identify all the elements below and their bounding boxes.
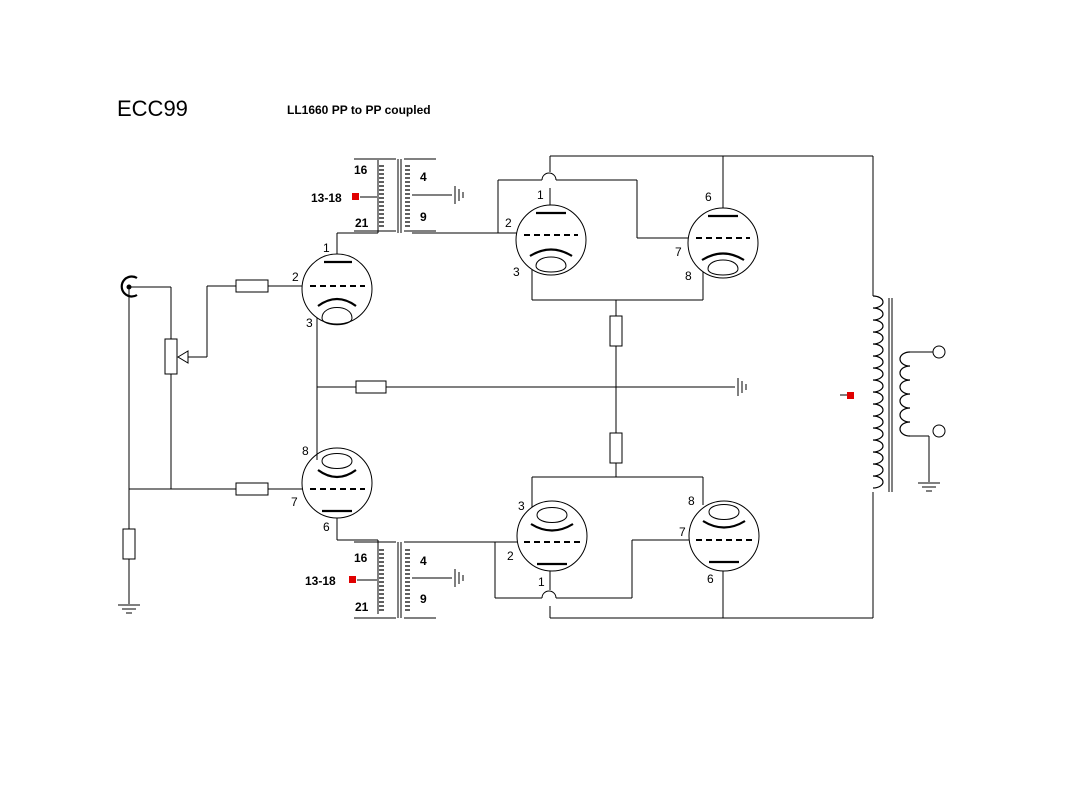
cathode-resistor-bottom [609,432,623,464]
out-br-cathode-pin: 8 [688,494,695,508]
it-bottom-pin-4: 4 [420,554,427,568]
out-bl-anode-pin: 1 [538,575,545,589]
it-bottom-pin-9: 9 [420,592,427,606]
driver-bottom-grid-pin: 7 [291,495,298,509]
output-terminal-icon[interactable] [932,424,946,438]
out-tr-grid-pin: 7 [675,245,682,259]
ground-icon [454,185,464,205]
input-grid-resistor-bottom [235,482,269,496]
input-grid-resistor-top [235,279,269,293]
driver-wiring [316,232,735,541]
schematic-subtitle: LL1660 PP to PP coupled [287,103,431,117]
ground-icon [737,377,747,397]
output-stage-wiring [494,155,874,619]
transformer-icon [352,158,498,234]
driver-top-cathode-pin: 3 [306,316,313,330]
it-top-pin-21: 21 [355,216,369,230]
ground-icon [117,604,141,614]
out-br-grid-pin: 7 [679,525,686,539]
out-br-anode-pin: 6 [707,572,714,586]
driver-top-grid-pin: 2 [292,270,299,284]
triode-icon [301,447,373,519]
out-tr-anode-pin: 6 [705,190,712,204]
triode-icon [688,500,760,572]
potentiometer-icon[interactable] [164,338,189,375]
out-tl-cathode-pin: 3 [513,265,520,279]
triode-icon [301,253,373,326]
output-terminal-icon[interactable] [932,345,946,359]
it-bottom-pin-21: 21 [355,600,369,614]
transformer-icon [349,540,495,619]
driver-bottom-cathode-pin: 8 [302,444,309,458]
driver-top-anode-pin: 1 [323,241,330,255]
out-tl-anode-pin: 1 [537,188,544,202]
cathode-resistor [355,380,387,394]
it-top-pin-9: 9 [420,210,427,224]
triode-icon [687,207,759,279]
out-bl-grid-pin: 2 [507,549,514,563]
input-wiring [128,285,306,604]
triode-icon [516,500,588,572]
schematic-title: ECC99 [117,96,188,121]
transformer-icon [847,295,933,492]
driver-bottom-anode-pin: 6 [323,520,330,534]
it-top-pin-13-18: 13-18 [311,191,342,205]
triode-icon [515,204,587,276]
it-bottom-pin-16: 16 [354,551,368,565]
it-top-pin-4: 4 [420,170,427,184]
ground-icon [917,482,941,492]
ground-icon [454,568,464,588]
out-bl-cathode-pin: 3 [518,499,525,513]
it-top-pin-16: 16 [354,163,368,177]
out-tr-cathode-pin: 8 [685,269,692,283]
it-bottom-pin-13-18: 13-18 [305,574,336,588]
out-tl-grid-pin: 2 [505,216,512,230]
input-load-resistor [122,528,136,560]
cathode-resistor-top [609,315,623,347]
